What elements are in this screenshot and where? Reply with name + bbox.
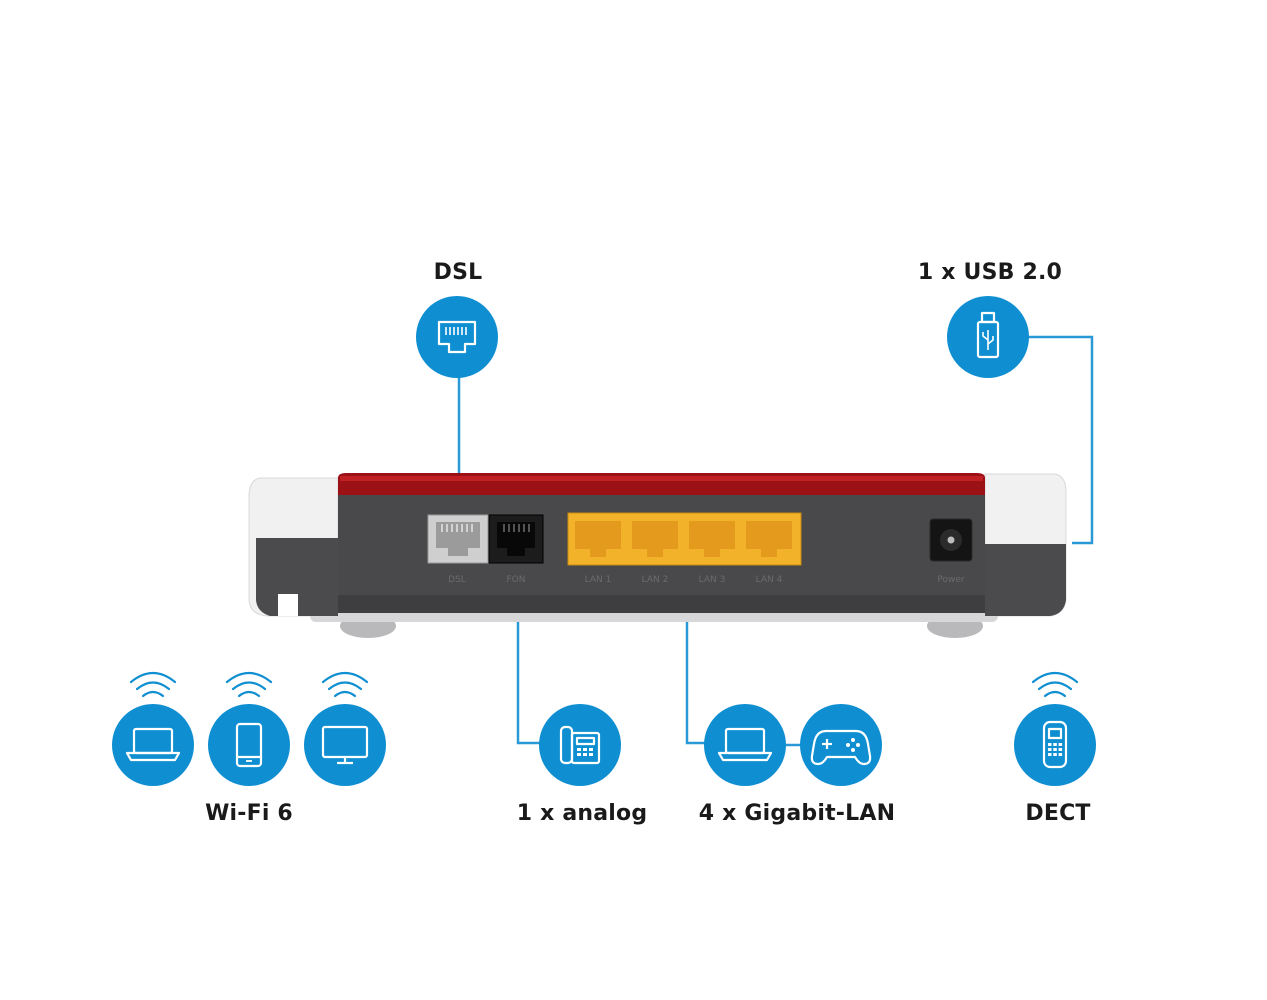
analog-phone-circle bbox=[539, 704, 621, 786]
lan-label: 4 x Gigabit-LAN bbox=[698, 801, 896, 826]
dsl-circle bbox=[416, 296, 498, 378]
lan-gamepad-circle bbox=[800, 704, 882, 786]
wifi-signal-icon bbox=[225, 671, 273, 698]
lan-port-1 bbox=[575, 521, 621, 557]
lan-connector-line bbox=[685, 596, 707, 745]
fon-port-label: FON bbox=[507, 575, 526, 585]
router-back-panel-lower bbox=[338, 595, 985, 613]
router-top-band-highlight bbox=[340, 476, 983, 481]
wifi-signal-icon bbox=[1031, 671, 1079, 698]
lan-laptop-circle bbox=[704, 704, 786, 786]
wifi-label: Wi-Fi 6 bbox=[205, 801, 293, 826]
power-port bbox=[929, 518, 973, 562]
lan4-port-label: LAN 4 bbox=[756, 575, 783, 585]
dect-circle bbox=[1014, 704, 1096, 786]
smartphone-icon bbox=[235, 722, 263, 768]
lan-port-3 bbox=[689, 521, 735, 557]
lan-port-block bbox=[567, 512, 802, 566]
dsl-port bbox=[427, 514, 489, 564]
analog-connector-line bbox=[516, 596, 543, 745]
router-right-cap-lower bbox=[985, 544, 1066, 616]
lan1-port-label: LAN 1 bbox=[585, 575, 612, 585]
router: DSL FON LAN 1 LAN 2 LAN 3 LAN 4 Power bbox=[248, 473, 1067, 638]
laptop-icon bbox=[717, 727, 773, 762]
analog-label: 1 x analog bbox=[516, 801, 648, 826]
router-left-cap-notch bbox=[278, 594, 298, 616]
usb-label: 1 x USB 2.0 bbox=[917, 260, 1063, 285]
monitor-icon bbox=[321, 725, 369, 765]
usb-stick-icon bbox=[976, 311, 1000, 359]
ethernet-port-icon bbox=[437, 320, 477, 354]
router-left-cap-lower bbox=[256, 538, 338, 616]
dsl-label: DSL bbox=[433, 260, 483, 285]
usb-circle bbox=[947, 296, 1029, 378]
desk-phone-icon bbox=[559, 725, 601, 765]
dect-label: DECT bbox=[1025, 801, 1091, 826]
lan3-port-label: LAN 3 bbox=[699, 575, 726, 585]
wifi-signal-icon bbox=[321, 671, 369, 698]
lan2-port-label: LAN 2 bbox=[642, 575, 669, 585]
wifi-monitor-circle bbox=[304, 704, 386, 786]
usb-connector-line bbox=[1022, 335, 1094, 545]
wifi-smartphone-circle bbox=[208, 704, 290, 786]
dsl-port-label: DSL bbox=[448, 575, 466, 585]
fon-port bbox=[488, 514, 544, 564]
lan-port-2 bbox=[632, 521, 678, 557]
power-port-label: Power bbox=[937, 575, 965, 585]
laptop-icon bbox=[125, 727, 181, 762]
gamepad-icon bbox=[810, 729, 872, 766]
wifi-signal-icon bbox=[129, 671, 177, 698]
wifi-signals bbox=[129, 671, 1079, 698]
dect-handset-icon bbox=[1042, 720, 1068, 769]
lan-port-4 bbox=[746, 521, 792, 557]
wifi-laptop-circle bbox=[112, 704, 194, 786]
